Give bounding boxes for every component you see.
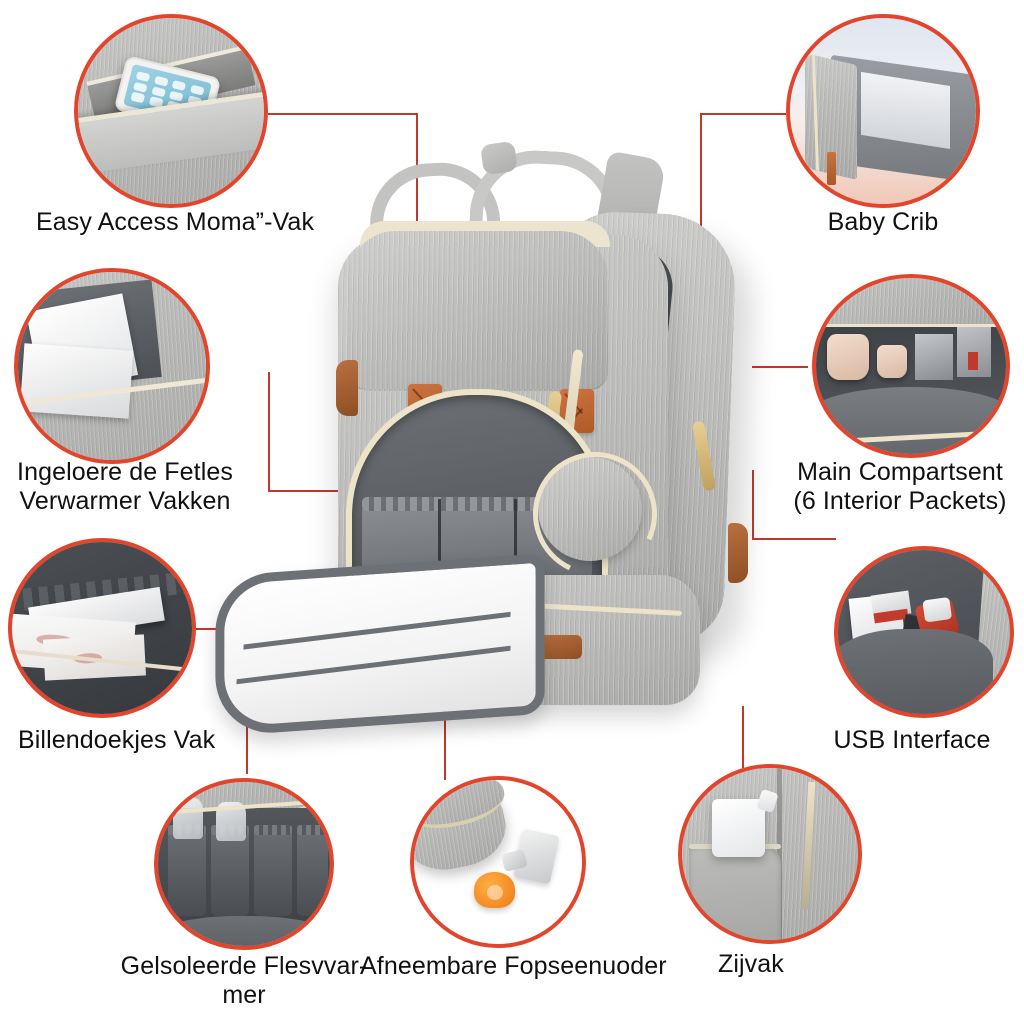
interior-pouch	[914, 334, 953, 381]
compartment-zipper	[816, 323, 1006, 329]
handle-knot	[480, 140, 518, 176]
callout-insulated-bottle-warmer[interactable]	[154, 778, 334, 950]
leader-line-main-compartment	[752, 366, 808, 368]
changing-pad-seam	[236, 645, 511, 685]
leader-line-bottle-pockets-drop	[246, 712, 248, 774]
callout-easy-access-pocket[interactable]	[74, 14, 268, 208]
usb-front-panel	[838, 628, 993, 714]
open-side-pocket	[689, 843, 781, 940]
round-zip-pouch	[538, 457, 642, 561]
callout-wipes-pocket[interactable]	[8, 538, 196, 718]
label-bottle-warmer-pockets: Ingeloere de Fetles Verwarmer Vakken	[17, 458, 233, 516]
organizer-divider	[513, 499, 517, 597]
callout-baby-crib[interactable]	[786, 14, 980, 208]
label-wipes-pocket: Billendoekjes Vak	[18, 726, 216, 754]
top-flap-panel	[348, 231, 608, 391]
white-cup	[711, 798, 765, 858]
compartment-top-fabric	[816, 278, 1006, 324]
side-seam	[777, 768, 783, 940]
label-main-compartment: Main Compartsent (6 Interior Packets)	[793, 458, 1007, 516]
label-side-pocket: Zijvak	[718, 950, 784, 978]
compartment-floor	[816, 387, 1006, 454]
callout-side-pocket[interactable]	[678, 764, 862, 944]
changing-pad	[215, 553, 545, 737]
leader-line-side-pocket-drop	[742, 706, 744, 768]
bottle-pocket-floor	[158, 916, 330, 946]
leader-line-usb-drop	[752, 470, 754, 538]
bottle-pocket	[211, 825, 250, 917]
callout-main-compartment[interactable]	[812, 274, 1010, 458]
bottle-pocket	[168, 825, 207, 917]
leader-line-baby-crib-drop	[700, 113, 702, 258]
callout-usb-interface[interactable]	[834, 546, 1014, 718]
label-baby-crib: Baby Crib	[827, 208, 939, 236]
crib-leather-tab	[827, 151, 837, 186]
leader-line-baby-crib	[700, 113, 786, 115]
interior-red-item	[968, 351, 978, 370]
orange-pacifier	[474, 871, 515, 908]
leather-side-trim-left	[336, 360, 358, 416]
leather-side-trim-right	[728, 523, 748, 583]
baby-bottle	[173, 798, 203, 840]
interior-jar	[827, 334, 870, 381]
changing-pad-surface	[215, 553, 545, 737]
bottle-pocket	[254, 825, 293, 917]
callout-bottle-warmer-pockets[interactable]	[14, 268, 210, 464]
organizer-divider	[437, 499, 441, 597]
label-easy-access-pocket: Easy Access Moma”-Vak	[35, 208, 315, 236]
leader-line-easy-access	[268, 113, 418, 115]
bottle-pocket	[297, 825, 329, 917]
label-usb-interface: USB Interface	[833, 726, 991, 754]
callout-detachable-pacifier-holder[interactable]	[410, 776, 586, 948]
leader-line-bottle-warmer-drop	[268, 372, 270, 490]
label-detachable-pacifier-holder: Afneembare Fopseenuoder	[360, 952, 667, 980]
changing-pad-seam	[243, 611, 511, 650]
interior-jar	[876, 344, 908, 379]
leather-bottom-tab	[538, 635, 582, 659]
leader-line-usb	[752, 538, 836, 540]
leader-line-easy-access-drop	[416, 113, 418, 288]
label-insulated-bottle-warmer: Gelsoleerde Flesvvar- mer	[120, 952, 368, 1010]
tissue-sheet	[19, 343, 134, 419]
